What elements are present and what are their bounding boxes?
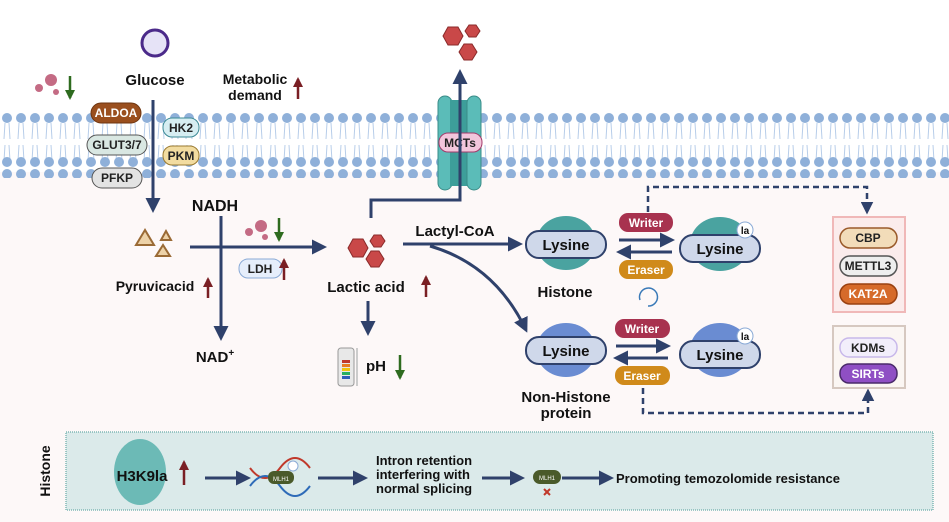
lactic-acid-label: Lactic acid [327, 279, 405, 296]
svg-text:Eraser: Eraser [627, 263, 665, 277]
lactyl-mark-badge: la [736, 327, 754, 345]
non-histone-label-2: protein [541, 405, 592, 422]
nadh-label: NADH [192, 198, 238, 215]
nad-label: NAD+ [196, 348, 235, 366]
svg-text:KDMs: KDMs [851, 341, 885, 355]
svg-text:MLH1: MLH1 [273, 477, 290, 483]
eraser-kdms: KDMs [839, 337, 898, 358]
lactyl-mark-badge: la [736, 221, 754, 239]
intron-label-1: Intron retention [376, 453, 472, 468]
mlh1-icon: MLH1 [533, 470, 561, 484]
enzyme-pfkp: PFKP [91, 167, 143, 189]
svg-text:SIRTs: SIRTs [851, 367, 884, 381]
ph-strip-icon [337, 347, 358, 387]
intron-label-2: interfering with [376, 467, 470, 482]
eraser-badge: Eraser [615, 366, 670, 385]
svg-text:METTL3: METTL3 [845, 259, 892, 273]
lactate-exported-icon [442, 24, 481, 61]
svg-text:la: la [741, 332, 750, 343]
enzyme-hk2: HK2 [162, 117, 200, 138]
glucose-icon [140, 28, 170, 58]
svg-text:la: la [741, 226, 750, 237]
h3k9la-histone-icon [114, 439, 166, 505]
svg-text:Writer: Writer [625, 322, 660, 336]
lactic-acid-icon [347, 234, 386, 268]
lactylated-histone-lysine: Lysine [679, 234, 761, 263]
writer-badge: Writer [619, 213, 673, 232]
svg-text:Writer: Writer [629, 216, 664, 230]
svg-text:HK2: HK2 [169, 121, 193, 135]
writer-kat2a: KAT2A [839, 283, 898, 305]
histone-panel [65, 431, 934, 511]
svg-text:Lysine: Lysine [697, 241, 744, 258]
writer-link-dashed [646, 185, 874, 215]
svg-text:LDH: LDH [248, 262, 273, 276]
eraser-link-dashed [641, 388, 875, 415]
non-histone-lysine: Lysine [525, 336, 607, 365]
svg-text:PKM: PKM [168, 149, 195, 163]
glucose-label: Glucose [125, 72, 184, 89]
svg-text:Lysine: Lysine [697, 347, 744, 364]
enzyme-glut: GLUT3/7 [86, 134, 148, 156]
svg-text:GLUT3/7: GLUT3/7 [92, 138, 142, 152]
to-non-histone-arrow [429, 244, 528, 333]
metabolic-demand-label-2: demand [228, 87, 282, 103]
eraser-sirts: SIRTs [839, 363, 898, 384]
pyruvic-acid-label: Pyruvicacid [116, 278, 195, 294]
enzyme-ldh: LDH [238, 258, 283, 279]
enzyme-pkm: PKM [162, 145, 200, 166]
export-arrow [369, 69, 468, 218]
histone-lysine: Lysine [525, 230, 607, 259]
svg-text:Eraser: Eraser [623, 369, 661, 383]
svg-text:PFKP: PFKP [101, 171, 133, 185]
svg-text:KAT2A: KAT2A [848, 287, 887, 301]
svg-text:CBP: CBP [855, 231, 880, 245]
svg-text:MLH1: MLH1 [539, 476, 556, 482]
non-histone-label: Non-Histone [521, 389, 610, 406]
lactylated-protein-lysine: Lysine [679, 340, 761, 369]
lactyl-coa-label: Lactyl-CoA [415, 223, 494, 240]
histone-side-label: Histone [37, 445, 53, 497]
result-label: Promoting temozolomide resistance [616, 471, 840, 486]
ph-label: pH [366, 358, 386, 375]
metabolic-demand-label: Metabolic [223, 71, 288, 87]
writer-cbp: CBP [839, 227, 898, 249]
histone-label: Histone [537, 284, 592, 301]
h3k9la-label: H3K9la [117, 468, 169, 485]
svg-text:ALDOA: ALDOA [95, 106, 138, 120]
svg-text:Lysine: Lysine [543, 237, 590, 254]
oxygen-icon [245, 220, 268, 240]
pyruvic-acid-icon [134, 228, 173, 257]
eraser-badge: Eraser [619, 260, 673, 279]
intron-label-3: normal splicing [376, 481, 472, 496]
svg-text:Lysine: Lysine [543, 343, 590, 360]
cycle-icon [638, 287, 659, 307]
enzyme-aldoa: ALDOA [90, 102, 142, 124]
writer-mettl3: METTL3 [839, 255, 898, 277]
writer-badge: Writer [615, 319, 670, 338]
blocked-x-icon [543, 488, 551, 496]
dna-mlh1-icon: MLH1 [249, 457, 311, 497]
oxygen-icon [35, 74, 59, 95]
